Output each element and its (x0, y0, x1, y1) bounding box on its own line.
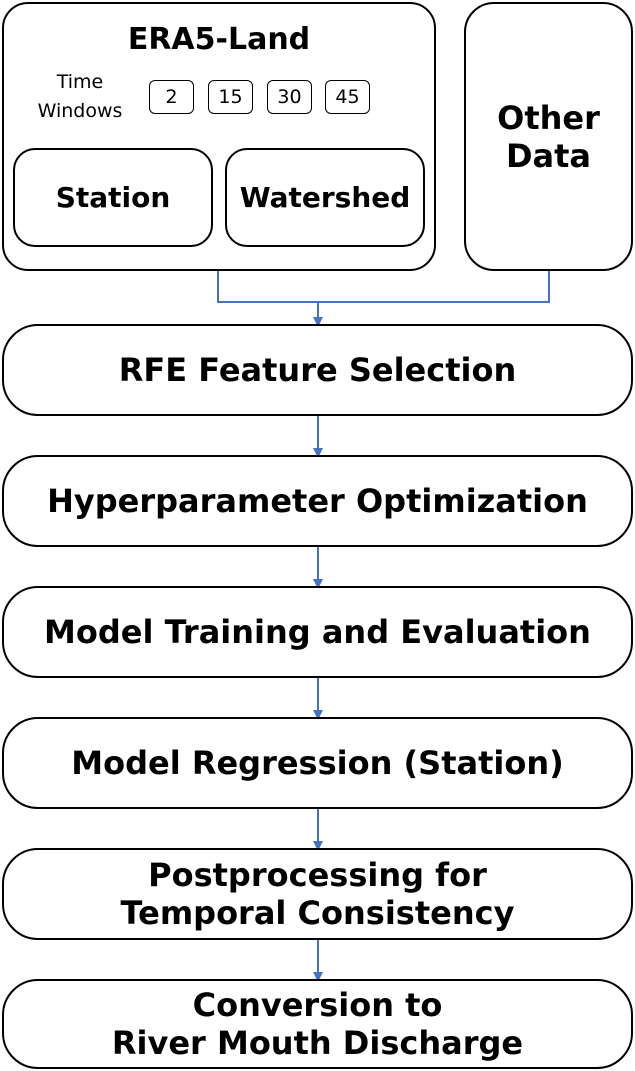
station-box: Station (13, 148, 213, 247)
stage-postprocessing: Postprocessing for Temporal Consistency (2, 848, 633, 940)
stage-conversion: Conversion to River Mouth Discharge (2, 979, 633, 1069)
other-data-panel: Other Data (464, 2, 633, 271)
stage-model-training-evaluation: Model Training and Evaluation (2, 586, 633, 678)
time-window-30: 30 (267, 80, 312, 114)
watershed-box: Watershed (225, 148, 425, 247)
time-window-45: 45 (325, 80, 370, 114)
stage-model-regression: Model Regression (Station) (2, 717, 633, 809)
input-merge-line (217, 271, 550, 303)
time-window-15: 15 (208, 80, 253, 114)
time-windows-label: Time Windows (37, 71, 123, 122)
time-window-2: 2 (149, 80, 194, 114)
stage-hyperparameter-optimization: Hyperparameter Optimization (2, 455, 633, 547)
stage-rfe-feature-selection: RFE Feature Selection (2, 324, 633, 416)
era5-land-title: ERA5-Land (127, 22, 311, 57)
